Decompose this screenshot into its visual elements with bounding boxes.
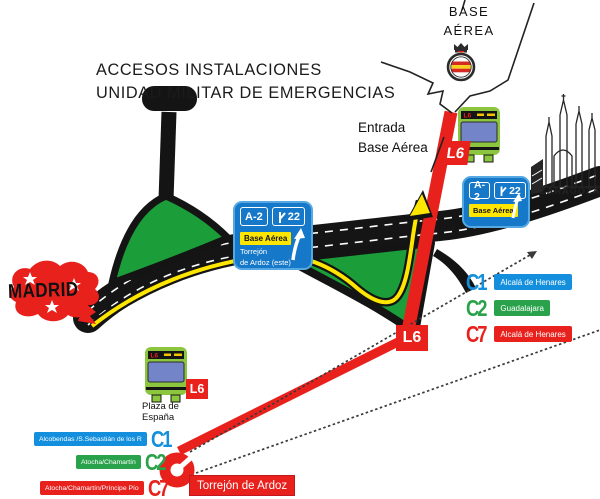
route-arrow-icon [410, 194, 430, 216]
road-number-badge: A-2 [469, 179, 491, 203]
destination-box: Alcalá de Henares [494, 326, 572, 342]
cercanias-line-badge: C2 [466, 294, 488, 321]
rail-row-c7-origin: Atocha/Chamartín/Príncipe Pío C7 [40, 474, 172, 499]
bus-display-line: L6 [151, 353, 159, 360]
title-line1: ACCESOS INSTALACIONES [96, 61, 322, 79]
lane-line [87, 187, 600, 326]
cercanias-line-badge: C2 [144, 448, 167, 475]
highway-sign-center: A-2 22 Base Aérea Torrejón de Ardoz (est… [233, 201, 313, 270]
exit-ramp [433, 249, 476, 293]
destination-box: Alcalá de Henares [494, 274, 572, 290]
rail-row-c1-dest: C1 Alcalá de Henares [466, 268, 572, 295]
destination-panel: Base Aérea [469, 204, 518, 217]
zaragoza-cathedral-icon [531, 94, 600, 194]
up-arrow-icon [291, 228, 305, 261]
torrejon-station-box: Torrejón de Ardoz [189, 475, 296, 496]
madrid-label: MADRID [7, 278, 79, 303]
destination-box: Guadalajara [494, 300, 550, 316]
base-boundary-roads [380, 0, 535, 173]
exit-number-badge: 22 [271, 207, 305, 226]
madrid-splash [9, 260, 99, 324]
overpass-road [158, 111, 177, 201]
rail-row-c7-dest: C7 Alcalá de Henares [466, 320, 572, 347]
title-line2: UNIDAD MILITAR DE EMERGENCIAS [96, 84, 396, 102]
l6-bus-line [176, 332, 411, 456]
cercanias-line-badge: C7 [147, 474, 170, 499]
exit-number-badge: 22 [494, 182, 526, 199]
l6-badge-junction: L6 [396, 325, 428, 351]
origin-box: Atocha/Chamartín/Príncipe Pío [40, 481, 144, 495]
entrance-label: Entrada Base Aérea [358, 120, 428, 155]
l6-badge-entrance: L6 [440, 141, 471, 165]
lane-line [87, 173, 600, 312]
base-aerea-label: BASE AÉREA [443, 4, 495, 38]
interchange-green-hill [108, 86, 232, 287]
exit-icon [278, 212, 286, 223]
rail-row-c2-origin: Atocha/Chamartín C2 [76, 448, 169, 475]
l6-route [159, 110, 458, 488]
origin-box: Alcobendas /S.Sebastián de los R [34, 432, 147, 446]
cercanias-line-badge: C1 [466, 268, 488, 295]
railway-lines [189, 251, 600, 474]
highway-sign-right: A-2 22 Base Aérea [462, 176, 530, 228]
destination-panel: Base Aérea [240, 232, 292, 245]
plaza-espana-label: Plaza de España [142, 401, 179, 423]
origin-box: Atocha/Chamartín [76, 455, 141, 469]
star-icon [23, 272, 81, 313]
cercanias-line-badge: C1 [150, 425, 173, 452]
yellow-access-route [89, 190, 433, 330]
torrejon-station-loop [159, 452, 195, 488]
exit-icon [500, 186, 507, 196]
page-title: ACCESOS INSTALACIONES UNIDAD MILITAR DE … [96, 59, 395, 105]
cercanias-line-badge: C7 [466, 320, 488, 347]
splash-tail [78, 302, 96, 324]
bus-display-line: L6 [464, 113, 472, 120]
station-loop-gap [175, 454, 195, 472]
overpass-bridge [142, 86, 197, 111]
bus-icon: L6 [145, 347, 187, 403]
road-number-badge: A-2 [240, 207, 268, 226]
zaragoza-label: ZARAGOZA [540, 186, 600, 197]
rail-row-c2-dest: C2 Guadalajara [466, 294, 550, 321]
rail-row-c1-origin: Alcobendas /S.Sebastián de los R C1 [34, 425, 175, 452]
interchange-green-south [283, 239, 476, 337]
up-arrow-icon [511, 193, 522, 219]
railway-arrow-icon [527, 251, 537, 259]
l6-badge-plaza: L6 [186, 379, 208, 399]
military-emblem-icon [446, 43, 476, 82]
